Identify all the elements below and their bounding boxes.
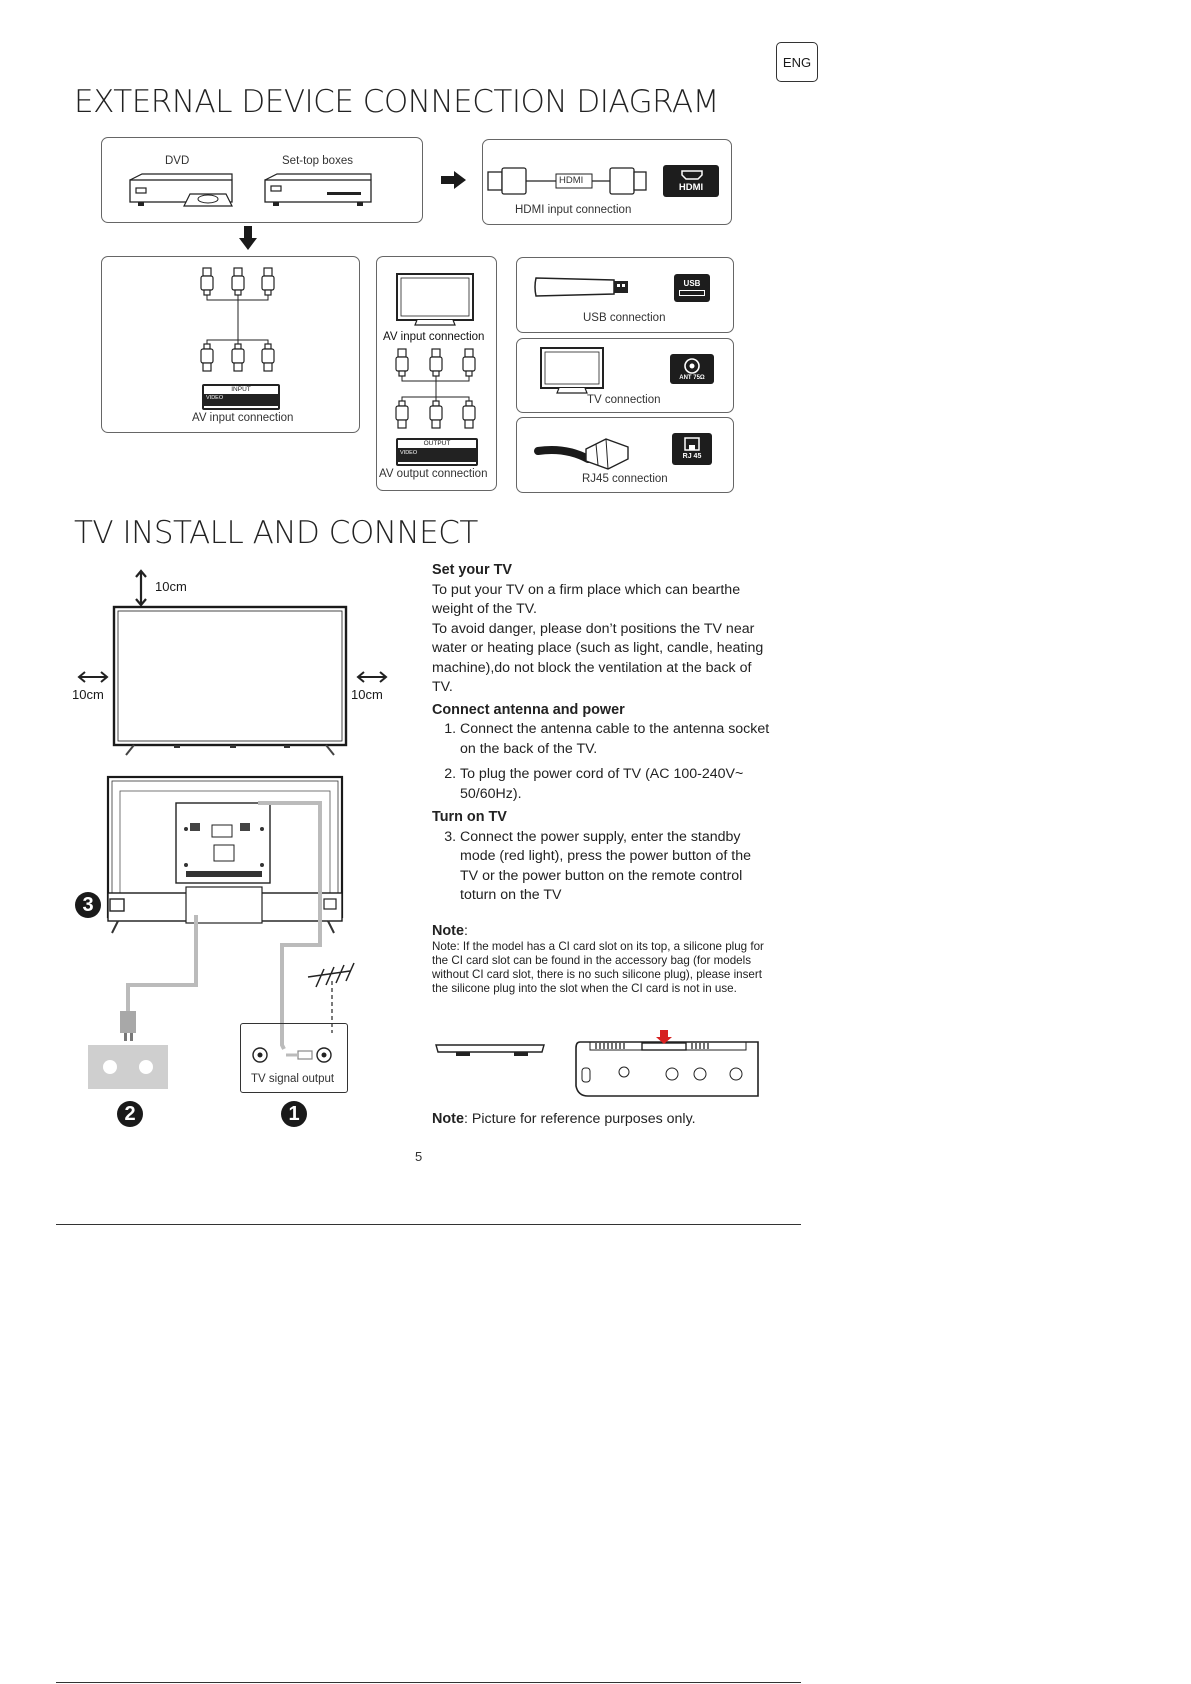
language-badge: ENG — [776, 42, 818, 82]
input-panel: INPUT VIDEO — [202, 384, 280, 410]
reference-note: Note: Picture for reference purposes onl… — [432, 1110, 772, 1130]
rj45-caption: RJ45 connection — [582, 473, 668, 485]
av-input-caption: AV input connection — [192, 412, 294, 424]
instructions-text: Set your TV To put your TV on a firm pla… — [432, 561, 772, 912]
tv-connection-box — [516, 338, 734, 413]
set-tv-paragraph-1: To put your TV on a firm place which can… — [432, 581, 741, 618]
silicone-plug-icon — [435, 1044, 545, 1056]
tv-signal-caption: TV signal output — [251, 1073, 335, 1085]
rj45-port-label: RJ 45 — [682, 453, 702, 460]
hdmi-port-icon: HDMI — [663, 165, 719, 197]
set-tv-paragraph-2: To avoid danger, please don’t positions … — [432, 620, 764, 696]
clearance-arrow-left-icon — [77, 671, 109, 683]
arrow-down-icon — [239, 226, 257, 250]
hdmi-cable-icon — [487, 167, 647, 195]
usb-port-icon: USB — [674, 274, 710, 302]
output-panel: OUTPUT VIDEO — [396, 438, 478, 466]
clearance-arrow-right-icon — [356, 671, 388, 683]
hdmi-cable-label: HDMI — [559, 175, 584, 186]
tv-back-diagram — [88, 775, 355, 1089]
tv-signal-output-box — [240, 1023, 348, 1093]
input-panel-label: INPUT — [231, 386, 251, 393]
step-3-marker: 3 — [75, 892, 101, 918]
clearance-arrow-top-icon — [135, 569, 147, 607]
av-input-tv-caption: AV input connection — [383, 331, 485, 343]
note-heading: Note — [432, 923, 464, 939]
set-tv-heading: Set your TV — [432, 562, 512, 578]
step-2-text: To plug the power cord of TV (AC 100-240… — [460, 765, 772, 804]
source-devices-box — [101, 137, 423, 223]
usb-stick-icon — [534, 277, 628, 297]
step-1-text: Connect the antenna cable to the antenna… — [460, 720, 772, 759]
usb-port-label: USB — [683, 279, 701, 288]
ethernet-cable-icon — [534, 438, 629, 470]
antenna-power-heading: Connect antenna and power — [432, 701, 625, 718]
turn-on-heading: Turn on TV — [432, 809, 507, 825]
note-text: Note: If the model has a CI card slot on… — [432, 939, 764, 995]
video-output-label: VIDEO — [400, 450, 418, 456]
av-input-box — [101, 256, 360, 433]
av-cable-icon — [200, 267, 275, 372]
steps-list-continued: Connect the power supply, enter the stan… — [432, 828, 772, 906]
hdmi-port-label: HDMI — [678, 182, 704, 193]
note-block: Note: Note: If the model has a CI card s… — [432, 922, 772, 996]
section-title-install: TV INSTALL AND CONNECT — [74, 515, 478, 551]
section-title-connection: EXTERNAL DEVICE CONNECTION DIAGRAM — [74, 84, 719, 120]
av-output-cable-icon — [395, 348, 476, 429]
page-number: 5 — [415, 1149, 423, 1164]
antenna-port-label: ANT 75Ω — [679, 375, 705, 381]
av-output-box — [376, 256, 497, 491]
note-2-text: : Picture for reference purposes only. — [463, 1111, 696, 1127]
tv-front-icon — [112, 605, 348, 756]
rj45-port-icon: RJ 45 — [672, 433, 712, 465]
step-2-marker: 2 — [117, 1101, 143, 1127]
divider-line — [56, 1224, 801, 1225]
dvd-player-icon — [129, 173, 233, 207]
note-2-heading: Note — [432, 1111, 464, 1127]
hdmi-caption: HDMI input connection — [515, 204, 632, 216]
step-3-text: Connect the power supply, enter the stan… — [460, 828, 772, 906]
av-output-caption: AV output connection — [379, 468, 488, 480]
tv-icon — [396, 273, 474, 326]
set-top-box-icon — [264, 173, 372, 206]
clearance-left-label: 10cm — [72, 687, 104, 702]
output-panel-label: OUTPUT — [423, 440, 451, 447]
antenna-port-icon: ANT 75Ω — [670, 354, 714, 384]
tv-small-icon — [540, 347, 604, 394]
hdmi-connection-box — [482, 139, 732, 225]
antenna-socket-icon — [252, 1047, 332, 1063]
arrow-right-icon — [441, 171, 466, 189]
dvd-label: DVD — [165, 155, 190, 167]
steps-list: Connect the antenna cable to the antenna… — [432, 720, 772, 804]
usb-caption: USB connection — [583, 312, 666, 324]
rj45-connection-box — [516, 417, 734, 493]
step-1-marker: 1 — [281, 1101, 307, 1127]
clearance-right-label: 10cm — [351, 687, 383, 702]
set-top-box-label: Set-top boxes — [282, 155, 353, 167]
note-colon: : — [463, 923, 468, 939]
bottom-divider-line — [56, 1682, 801, 1683]
usb-connection-box — [516, 257, 734, 333]
video-label: VIDEO — [206, 395, 224, 401]
tv-connection-caption: TV connection — [587, 394, 661, 406]
ci-slot-icon — [575, 1030, 759, 1097]
clearance-top-label: 10cm — [155, 579, 187, 594]
